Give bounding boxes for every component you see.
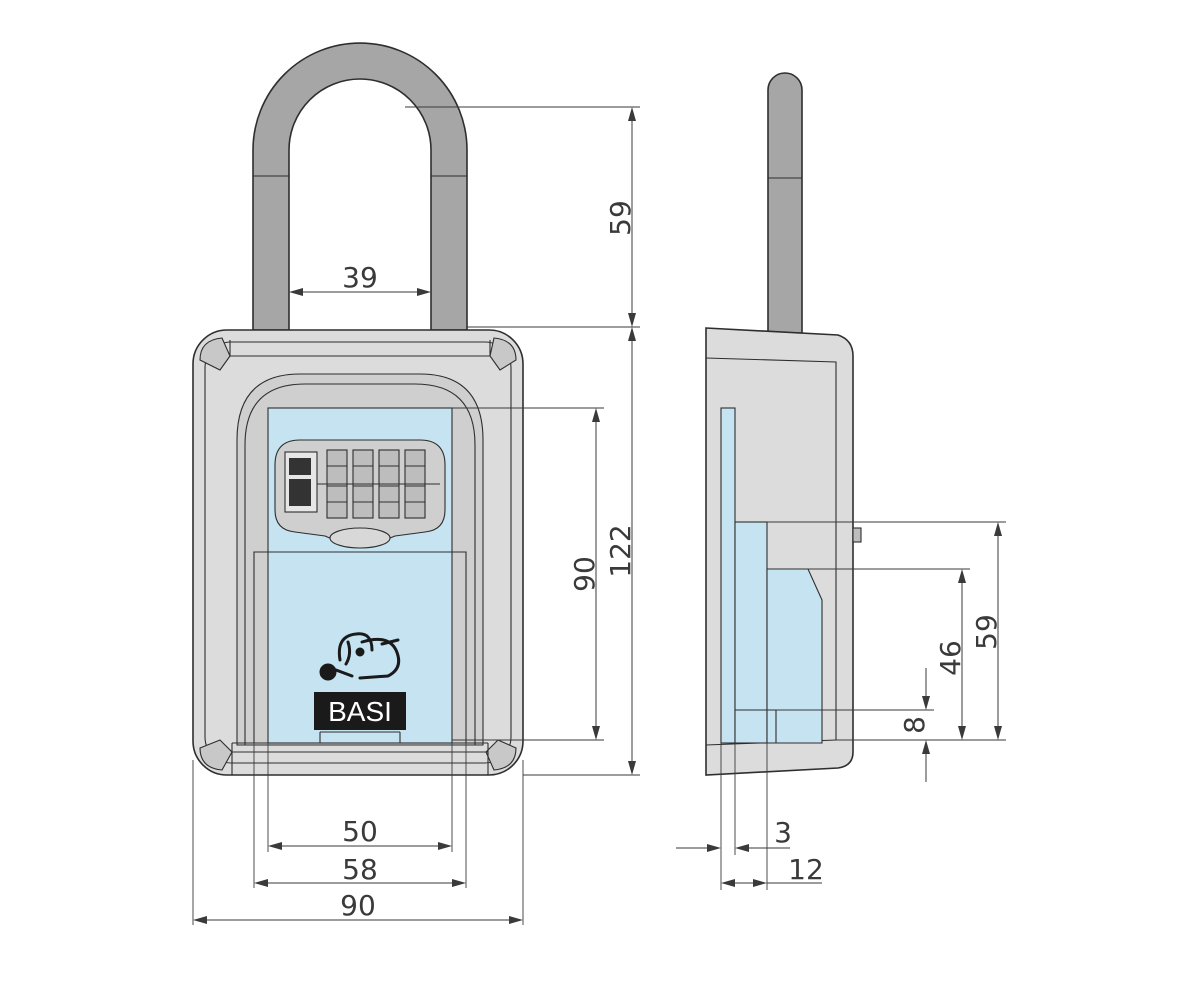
side-compartment	[720, 407, 823, 744]
svg-text:59: 59	[970, 614, 1003, 650]
svg-text:12: 12	[788, 853, 824, 886]
basi-mascot-icon	[319, 632, 401, 681]
svg-text:50: 50	[342, 815, 378, 848]
svg-text:90: 90	[568, 556, 601, 592]
svg-text:90: 90	[340, 889, 376, 922]
combination-dial	[274, 439, 446, 549]
dim-side-wall-thickness: 3	[676, 816, 792, 852]
side-view	[705, 72, 862, 776]
front-shackle	[252, 42, 468, 331]
extension-lines	[192, 106, 1006, 925]
dim-side-bottom-offset: 8	[898, 668, 931, 782]
side-shackle	[767, 72, 803, 334]
front-view: BASI	[192, 42, 524, 776]
dim-body-width: 90	[193, 889, 523, 924]
dim-body-height: 122	[604, 327, 637, 775]
dim-side-upper-depth: 59	[970, 522, 1003, 740]
svg-text:8: 8	[898, 716, 931, 734]
basi-logo-text: BASI	[328, 696, 392, 727]
dim-side-compartment-depth: 12	[721, 853, 824, 887]
dial-wheels	[317, 449, 440, 519]
dim-compartment-height: 90	[568, 408, 601, 740]
svg-text:46: 46	[934, 640, 967, 676]
svg-text:3: 3	[774, 816, 792, 849]
dim-shackle-height: 59	[604, 107, 637, 327]
dim-compartment-outer-width: 58	[254, 853, 466, 887]
svg-text:122: 122	[604, 524, 637, 577]
svg-text:39: 39	[342, 261, 378, 294]
dim-compartment-inner-width: 50	[268, 815, 452, 850]
dim-shackle-inner-width: 39	[289, 261, 431, 296]
basi-logo-box	[314, 692, 406, 730]
svg-text:59: 59	[604, 200, 637, 236]
dim-side-lower-depth: 46	[934, 569, 967, 740]
svg-text:58: 58	[342, 853, 378, 886]
